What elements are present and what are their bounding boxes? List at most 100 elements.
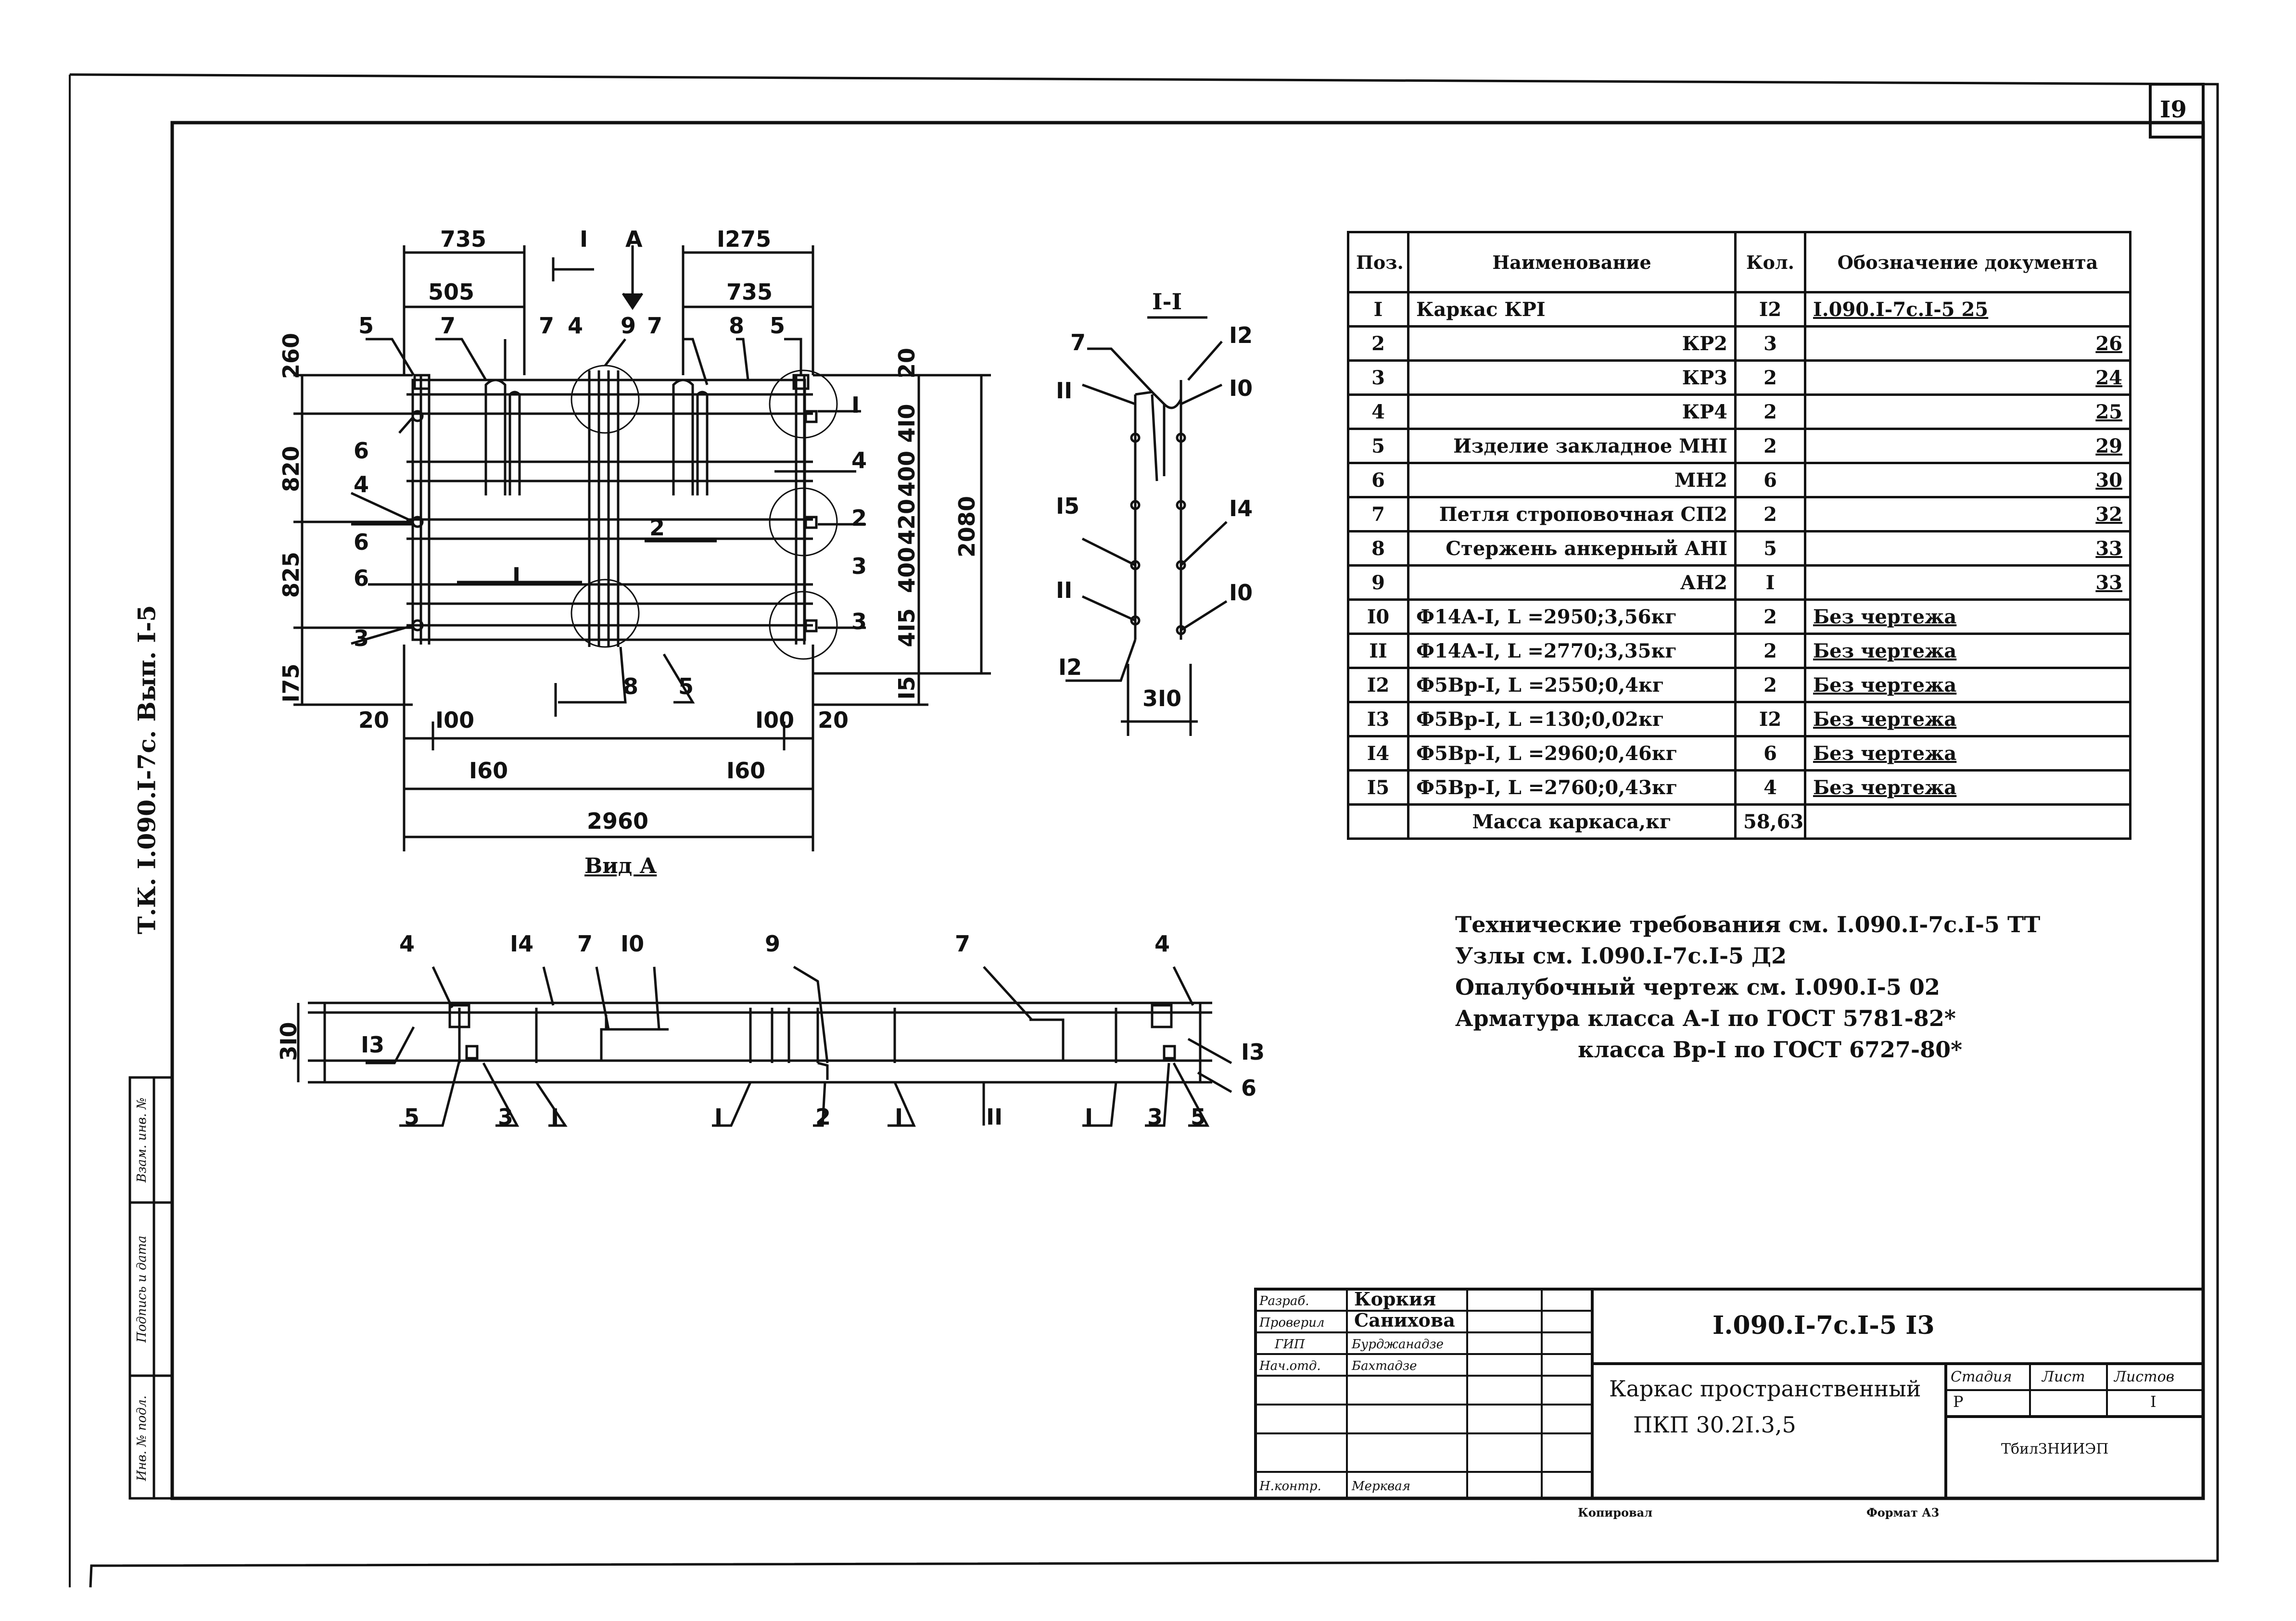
- copied-label: Копировал: [1578, 1506, 1653, 1520]
- position-leader: I3: [361, 1032, 385, 1058]
- position-leader: 5: [770, 313, 786, 339]
- role-checker: Проверил: [1259, 1316, 1325, 1330]
- cell-name: Ф14А-I, L =2770;3,35кг: [1407, 633, 1737, 669]
- cell-quantity: 2: [1734, 496, 1806, 532]
- dim-label: 505: [428, 279, 475, 305]
- position-leader: 7: [539, 313, 555, 339]
- cell-document: Без чертежа: [1804, 769, 2131, 806]
- cell-position: I0: [1347, 598, 1409, 635]
- position-leader: 2: [851, 505, 867, 531]
- cell-document: 33: [1804, 564, 2131, 601]
- cell-document: Без чертежа: [1804, 598, 2131, 635]
- position-leader: I: [895, 1104, 903, 1130]
- side-stamp-signature: Подпись и дата: [135, 1235, 149, 1343]
- stage-header: Стадия: [1951, 1368, 2012, 1385]
- title-block-grid: [1254, 1288, 2205, 1500]
- dim-label: 400: [894, 450, 920, 497]
- position-leader: 5: [678, 673, 694, 699]
- cell-document: 33: [1804, 530, 2131, 567]
- position-leader: 5: [404, 1104, 420, 1130]
- section-mark: I: [580, 226, 588, 252]
- cell-position: 5: [1347, 428, 1409, 464]
- position-leader: 7: [440, 313, 456, 339]
- cell-name: Стержень анкерный АНI: [1407, 530, 1737, 567]
- dim-label: 2080: [954, 495, 980, 558]
- view-a-drawing: [293, 245, 991, 851]
- cell-position: I3: [1347, 701, 1409, 737]
- title-line-1: Каркас пространственный: [1609, 1376, 1921, 1402]
- dim-label: 2960: [587, 808, 649, 834]
- cell-document: 26: [1804, 325, 2131, 362]
- cell-name: Изделие закладное МНI: [1407, 428, 1737, 464]
- cell-position: 9: [1347, 564, 1409, 601]
- dim-label: 260: [278, 332, 304, 380]
- header-position: Поз.: [1347, 231, 1409, 293]
- title-line-2: ПКП 30.2I.3,5: [1633, 1412, 1796, 1438]
- cell-name: Каркас КРI: [1407, 291, 1737, 328]
- cell-position: 2: [1347, 325, 1409, 362]
- dim-label: 735: [726, 279, 773, 305]
- header-name: Наименование: [1407, 231, 1737, 293]
- sheets-total-value: I: [2150, 1393, 2156, 1411]
- position-leader: 4: [1154, 931, 1170, 957]
- note-rebar-bp1: класса Вр-I по ГОСТ 6727-80*: [1578, 1037, 1963, 1063]
- position-leader: 9: [621, 313, 636, 339]
- dim-label: I75: [278, 663, 304, 703]
- side-stamp-replacement: Взам. инв. №: [135, 1097, 149, 1183]
- position-leader: 4: [568, 313, 584, 339]
- position-leader: I2: [1229, 322, 1253, 348]
- sheet-header: Лист: [2042, 1368, 2085, 1385]
- position-leader: II: [986, 1104, 1003, 1130]
- cell-document: 25: [1804, 393, 2131, 430]
- cell-name: Ф14А-I, L =2950;3,56кг: [1407, 598, 1737, 635]
- cell-document: Без чертежа: [1804, 633, 2131, 669]
- cell-quantity: I2: [1734, 701, 1806, 737]
- cell-position: 3: [1347, 359, 1409, 396]
- position-leader: 5: [358, 313, 374, 339]
- cell-position: II: [1347, 633, 1409, 669]
- position-leader: 3: [354, 625, 369, 651]
- position-leader: I: [851, 392, 860, 418]
- note-formwork: Опалубочный чертеж см. I.090.I-5 02: [1455, 974, 1940, 1000]
- dim-label: 3I0: [276, 1022, 302, 1061]
- specification-table: Поз. Наименование Кол. Обозначение докум…: [1347, 231, 2131, 840]
- stage-value: Р: [1953, 1393, 1964, 1411]
- cell-name: МН2: [1407, 462, 1737, 498]
- dim-label: I60: [726, 758, 766, 784]
- position-leader: 7: [955, 931, 971, 957]
- cell-quantity: 2: [1734, 359, 1806, 396]
- view-arrow-label: А: [625, 226, 643, 252]
- name-norm-control: Мерквая: [1352, 1479, 1411, 1494]
- dim-label: 400: [894, 546, 920, 594]
- section-title: I-I: [1152, 289, 1182, 315]
- position-leader: I2: [1058, 654, 1082, 680]
- dim-label: 820: [278, 445, 304, 493]
- cell-name: КР4: [1407, 393, 1737, 430]
- position-leader: 3: [1147, 1104, 1163, 1130]
- cell-position: 4: [1347, 393, 1409, 430]
- cell-quantity: 2: [1734, 393, 1806, 430]
- dim-label: 420: [894, 498, 920, 545]
- note-nodes: Узлы см. I.090.I-7с.I-5 Д2: [1455, 943, 1787, 969]
- cell-quantity: I2: [1734, 291, 1806, 328]
- position-leader: 7: [577, 931, 593, 957]
- name-chief-engineer: Бурджанадзе: [1352, 1337, 1444, 1352]
- cell-name: КР3: [1407, 359, 1737, 396]
- cell-quantity: 6: [1734, 462, 1806, 498]
- position-leader: I4: [1229, 495, 1253, 521]
- cell-document: Без чертежа: [1804, 735, 2131, 772]
- dim-label: 20: [894, 347, 920, 379]
- cell-name: Ф5Вр-I, L =2550;0,4кг: [1407, 667, 1737, 703]
- position-leader: 8: [729, 313, 745, 339]
- role-chief-engineer: ГИП: [1275, 1337, 1305, 1352]
- header-quantity: Кол.: [1734, 231, 1806, 293]
- header-document: Обозначение документа: [1804, 231, 2131, 293]
- dim-label: I275: [717, 226, 772, 252]
- position-leader: 4: [354, 471, 369, 497]
- position-leader: I: [512, 563, 521, 589]
